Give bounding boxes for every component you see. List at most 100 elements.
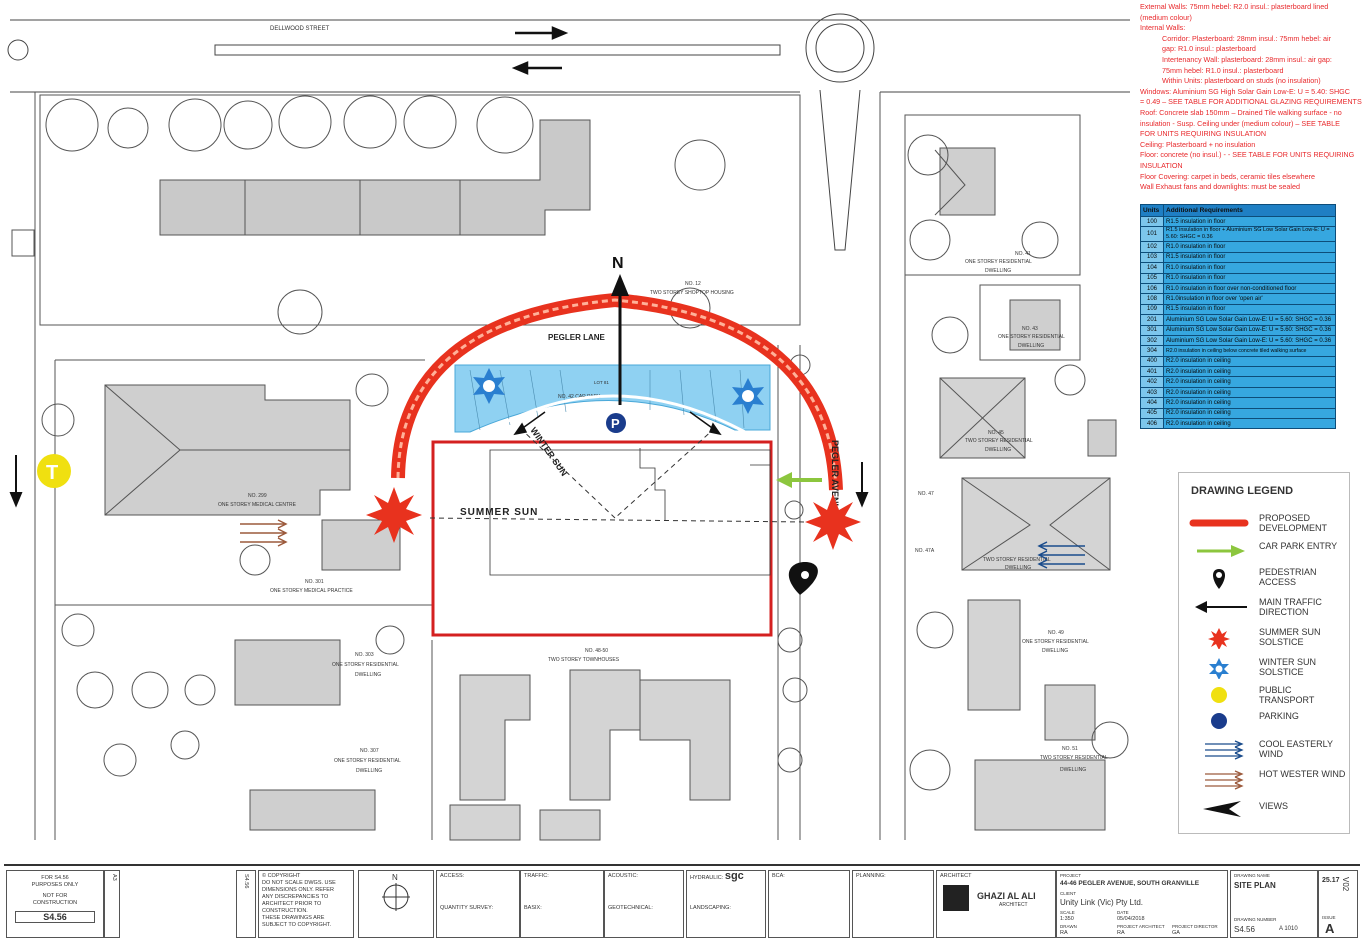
copyright-line: CONSTRUCTION.: [262, 908, 308, 914]
no47-desc: TWO STOREY RESIDENTIAL: [983, 557, 1051, 563]
top-block: [39, 94, 801, 335]
architect-box: ARCHITECT GHAZI AL ALI ARCHITECT: [936, 870, 1056, 938]
note-roof: Roof: Concrete slab 150mm – Drained Tile…: [1140, 107, 1342, 117]
drawing-number-prefix: S4.56: [1234, 925, 1255, 934]
sheet-size: A3: [111, 874, 117, 881]
north-point-icon: [382, 883, 410, 911]
no51-dwelling: DWELLING: [1060, 767, 1086, 773]
unit-cell: 401: [1140, 366, 1164, 378]
requirement-cell: R1.5 insulation in floor + Aluminium SG …: [1163, 226, 1336, 243]
no12-desc: TWO STOREY SHOPTOP HOUSING: [650, 290, 734, 296]
no47-dwelling: DWELLING: [1005, 565, 1031, 571]
townhouses: [449, 669, 731, 841]
consultants-access: ACCESS: QUANTITY SURVEY:: [436, 870, 520, 938]
legend-pedestrian-label: PEDESTRIAN ACCESS: [1259, 567, 1317, 587]
right-properties: [879, 92, 1129, 840]
note-int-walls: Internal Walls:: [1140, 23, 1186, 33]
winter-sun-arrows: [513, 411, 722, 436]
unit-cell: 301: [1140, 324, 1164, 336]
specification-notes: External Walls: 75mm hebel: R2.0 insul.:…: [1140, 2, 1362, 193]
no43-label: NO. 43: [1022, 326, 1038, 332]
legend-row-views: VIEWS: [1179, 799, 1349, 827]
note-roof-3: FOR UNITS REQUIRING INSULATION: [1140, 129, 1267, 139]
winter-sun-icon-right: [732, 378, 764, 414]
legend-proposed-label: PROPOSED DEVELOPMENT: [1259, 513, 1328, 533]
unit-cell: 101: [1140, 226, 1164, 243]
parking-icon: P: [606, 413, 626, 433]
legend-row-car-park: CAR PARK ENTRY: [1179, 539, 1349, 567]
note-intertenancy: Intertenancy Wall: plasterboard: 28mm in…: [1162, 54, 1332, 64]
legend-row-winter: WINTER SUN SOLSTICE: [1179, 655, 1349, 683]
hydraulic-label: HYDRAULIC:: [690, 875, 724, 881]
access-label: ACCESS:: [440, 873, 465, 879]
project-director-label: PROJECT DIRECTOR: [1172, 924, 1218, 929]
requirement-cell: R1.0 insulation in floor: [1163, 262, 1336, 274]
pegler-avenue-label: PEGLER AVENUE: [830, 440, 840, 516]
legend-parking-label: PARKING: [1259, 711, 1299, 721]
note-windows-2: = 0.49 – SEE TABLE FOR ADDITIONAL GLAZIN…: [1140, 97, 1362, 107]
pegler-avenue: [777, 345, 811, 840]
drawing-name-label: DRAWING NAME: [1234, 873, 1270, 878]
winter-sun-icon-left: [473, 368, 505, 404]
requirement-cell: R1.0 insulation in floor: [1163, 272, 1336, 284]
no45-label: NO. 45: [988, 430, 1004, 436]
unit-cell: 400: [1140, 355, 1164, 368]
requirement-cell: Aluminium SG Low Solar Gain Low-E: U = 5…: [1163, 314, 1336, 326]
s456-line-1: FOR S4.56: [41, 875, 69, 881]
no41-desc: ONE STOREY RESIDENTIAL: [965, 259, 1032, 265]
requirement-cell: Aluminium SG Low Solar Gain Low-E: U = 5…: [1163, 324, 1336, 336]
legend-row-parking: PARKING: [1179, 709, 1349, 737]
header-requirements: Additional Requirements: [1163, 204, 1336, 217]
north-point-label: N: [392, 873, 398, 882]
no41-label: NO. 41: [1015, 251, 1031, 257]
unit-cell: 403: [1140, 386, 1164, 399]
s456-line-2: PURPOSES ONLY: [31, 882, 79, 888]
pedestrian-access-icon: [1213, 569, 1225, 589]
no51-desc: TWO STOREY RESIDENTIAL: [1040, 755, 1108, 761]
no41-dwelling: DWELLING: [985, 268, 1011, 274]
unit-cell: 100: [1140, 215, 1164, 228]
legend-row-summer: SUMMER SUN SOLSTICE: [1179, 625, 1349, 653]
scale-label: SCALE: [1060, 910, 1075, 915]
north-arrow: N: [611, 255, 629, 405]
copyright-box: © COPYRIGHT DO NOT SCALE DWGS. USE DIMEN…: [258, 870, 354, 938]
no303-dwelling: DWELLING: [355, 672, 381, 678]
note-roof-2: insulation - Susp. Ceiling under (medium…: [1140, 118, 1340, 128]
architect-firm: GHAZI AL ALI: [977, 891, 1036, 901]
requirement-cell: R1.0 insulation in floor over non-condit…: [1163, 282, 1336, 295]
header-units: Units: [1140, 204, 1164, 217]
legend-row-traffic: MAIN TRAFFIC DIRECTION: [1179, 595, 1349, 623]
hot-westerly-wind: [240, 519, 288, 547]
date-label: DATE: [1117, 910, 1129, 915]
project-number: 25.17: [1322, 877, 1340, 884]
unit-cell: 406: [1140, 418, 1164, 430]
sun-lines: [429, 427, 807, 523]
no303-label: NO. 303: [355, 652, 374, 658]
note-intertenancy-2: 75mm hebel: R1.0 insul.: plasterboard: [1162, 65, 1284, 75]
no303-desc: ONE STOREY RESIDENTIAL: [332, 662, 399, 668]
no43-dwelling: DWELLING: [1018, 343, 1044, 349]
legend-row-cool: COOL EASTERLY WIND: [1179, 737, 1349, 765]
winter-sun-icon: [1209, 658, 1229, 679]
basix-label: BASIX:: [524, 905, 542, 911]
hot-wind-icon: [1205, 770, 1244, 790]
building-outline: [489, 448, 771, 576]
summer-sun-arc-dash: [396, 298, 838, 491]
consultants-acoustic: ACOUSTIC: GEOTECHNICAL:: [604, 870, 684, 938]
requirement-cell: R2.0 insulation in ceiling below concret…: [1163, 345, 1336, 357]
left-properties: [11, 92, 433, 840]
unit-cell: 304: [1140, 345, 1164, 357]
requirement-cell: R1.5 insulation in floor: [1163, 303, 1336, 316]
architect-logo-icon: [943, 885, 969, 911]
requirement-cell: R2.0 insulation in ceiling: [1163, 355, 1336, 368]
